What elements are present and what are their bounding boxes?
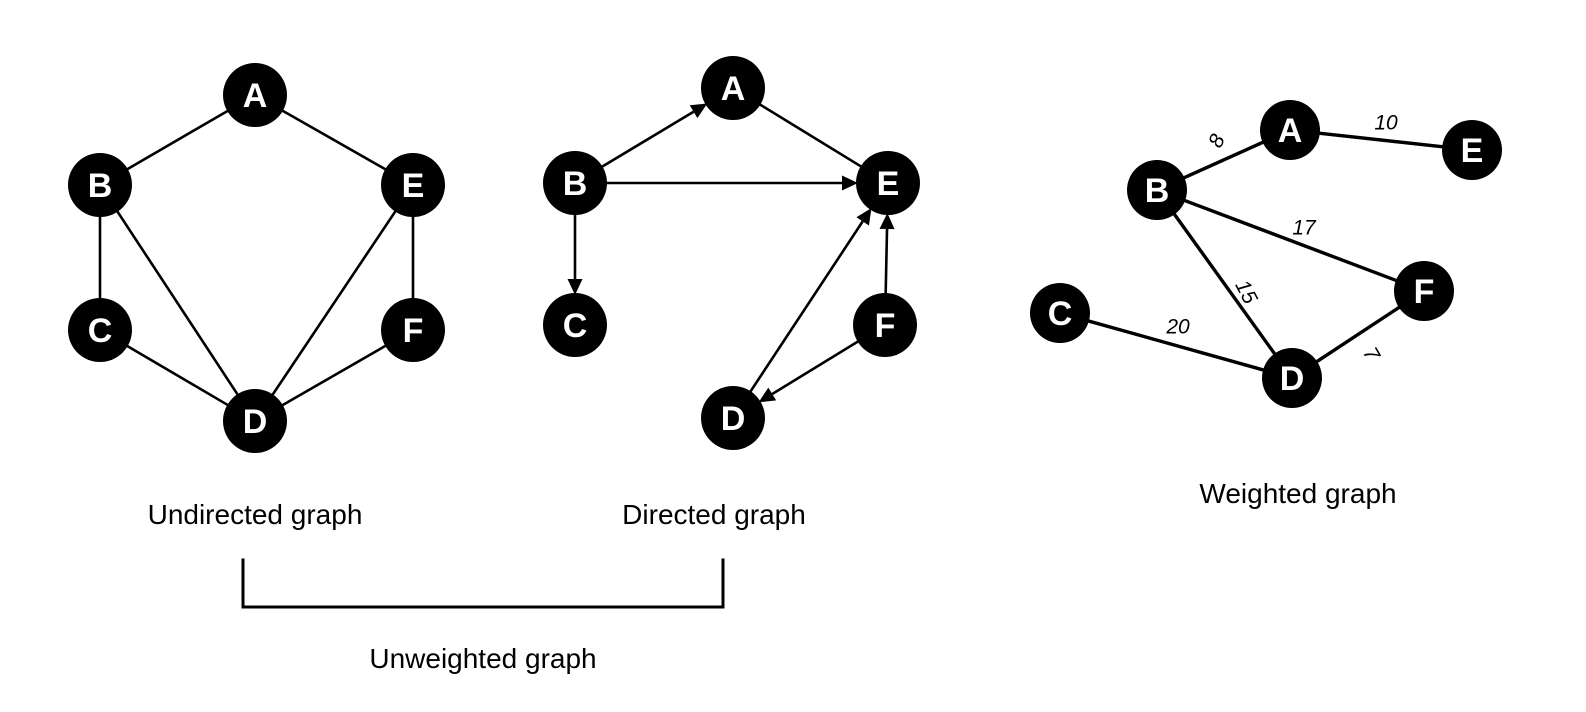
node-label-weighted-B: B bbox=[1145, 172, 1170, 210]
node-label-weighted-C: C bbox=[1048, 295, 1073, 333]
nodes-layer: A B C D E F A B C D E F A B C D E F bbox=[68, 56, 1502, 453]
edge-undirected-B-D bbox=[115, 209, 240, 397]
captions-layer: Undirected graph Directed graph Weighted g… bbox=[148, 478, 1397, 674]
node-circle-weighted-C bbox=[1030, 283, 1090, 343]
arrowhead-directed-F-D bbox=[758, 387, 777, 403]
node-label-directed-A: A bbox=[721, 70, 746, 108]
edge-directed-F-E bbox=[884, 228, 889, 296]
node-label-directed-C: C bbox=[563, 307, 588, 345]
node-circle-weighted-D bbox=[1262, 348, 1322, 408]
node-label-directed-F: F bbox=[875, 307, 896, 345]
edge-undirected-B-A bbox=[125, 108, 230, 172]
edge-undirected-A-E bbox=[280, 108, 388, 172]
arrowhead-directed-F-E bbox=[879, 212, 895, 230]
node-circle-directed-B bbox=[543, 151, 607, 215]
node-circle-undirected-C bbox=[68, 298, 132, 362]
node-label-undirected-A: A bbox=[243, 77, 268, 115]
node-circle-weighted-F bbox=[1394, 261, 1454, 321]
edge-undirected-D-F bbox=[280, 343, 388, 408]
node-label-weighted-F: F bbox=[1414, 273, 1435, 311]
node-label-undirected-C: C bbox=[88, 312, 113, 350]
caption-weighted: Weighted graph bbox=[1199, 478, 1396, 509]
node-undirected-A[interactable]: A bbox=[223, 63, 287, 127]
edge-directed-A-E bbox=[757, 102, 864, 169]
node-circle-undirected-E bbox=[381, 153, 445, 217]
edge-weight-weighted-B-D: 15 bbox=[1230, 276, 1261, 308]
node-directed-B[interactable]: B bbox=[543, 151, 607, 215]
arrowhead-directed-D-E bbox=[856, 208, 872, 226]
edge-weighted-D-F bbox=[1314, 304, 1402, 365]
edge-weighted-B-D bbox=[1171, 211, 1278, 357]
edges-layer bbox=[98, 102, 1445, 408]
node-undirected-B[interactable]: B bbox=[68, 153, 132, 217]
node-directed-F[interactable]: F bbox=[853, 293, 917, 357]
edge-directed-F-D bbox=[771, 339, 861, 396]
node-label-directed-E: E bbox=[877, 165, 900, 203]
node-label-directed-B: B bbox=[563, 165, 588, 203]
edge-weight-weighted-B-F: 17 bbox=[1292, 217, 1317, 240]
edge-weight-weighted-B-A: 8 bbox=[1204, 130, 1230, 151]
node-directed-C[interactable]: C bbox=[543, 293, 607, 357]
node-label-undirected-F: F bbox=[403, 312, 424, 350]
node-circle-undirected-F bbox=[381, 298, 445, 362]
edge-weighted-A-E bbox=[1317, 131, 1445, 149]
node-circle-undirected-D bbox=[223, 389, 287, 453]
edge-weight-weighted-D-F: 7 bbox=[1358, 343, 1384, 366]
node-weighted-E[interactable]: E bbox=[1442, 120, 1502, 180]
node-circle-undirected-B bbox=[68, 153, 132, 217]
node-label-weighted-D: D bbox=[1280, 360, 1305, 398]
node-circle-weighted-A bbox=[1260, 100, 1320, 160]
node-undirected-C[interactable]: C bbox=[68, 298, 132, 362]
node-weighted-B[interactable]: B bbox=[1127, 160, 1187, 220]
bracket-path bbox=[241, 558, 725, 609]
caption-directed: Directed graph bbox=[622, 499, 806, 530]
caption-undirected: Undirected graph bbox=[148, 499, 363, 530]
node-label-undirected-D: D bbox=[243, 403, 268, 441]
arrowhead-directed-B-A bbox=[689, 103, 708, 119]
arrowhead-directed-B-C bbox=[567, 279, 583, 295]
edge-weight-weighted-A-E: 10 bbox=[1374, 112, 1398, 135]
node-circle-directed-A bbox=[701, 56, 765, 120]
caption-unweighted-graph: Unweighted graph bbox=[369, 643, 596, 674]
edge-undirected-D-E bbox=[270, 209, 398, 397]
node-weighted-C[interactable]: C bbox=[1030, 283, 1090, 343]
node-directed-A[interactable]: A bbox=[701, 56, 765, 120]
node-weighted-F[interactable]: F bbox=[1394, 261, 1454, 321]
edge-weighted-C-D bbox=[1086, 318, 1266, 373]
edge-weight-weighted-C-D: 20 bbox=[1165, 316, 1190, 339]
node-directed-E[interactable]: E bbox=[856, 151, 920, 215]
unweighted-bracket bbox=[241, 558, 725, 609]
arrowhead-directed-B-E bbox=[842, 175, 858, 191]
node-label-undirected-E: E bbox=[402, 167, 425, 205]
node-circle-directed-C bbox=[543, 293, 607, 357]
arrowheads-layer bbox=[567, 103, 895, 403]
node-label-weighted-A: A bbox=[1278, 112, 1303, 150]
edge-weighted-B-A bbox=[1181, 139, 1266, 181]
node-undirected-F[interactable]: F bbox=[381, 298, 445, 362]
node-circle-weighted-B bbox=[1127, 160, 1187, 220]
node-undirected-E[interactable]: E bbox=[381, 153, 445, 217]
node-circle-directed-E bbox=[856, 151, 920, 215]
node-circle-directed-F bbox=[853, 293, 917, 357]
node-circle-undirected-A bbox=[223, 63, 287, 127]
node-weighted-D[interactable]: D bbox=[1262, 348, 1322, 408]
node-circle-directed-D bbox=[701, 386, 765, 450]
edge-weighted-B-F bbox=[1182, 198, 1399, 283]
edge-undirected-C-D bbox=[125, 344, 230, 407]
node-label-directed-D: D bbox=[721, 400, 746, 438]
node-undirected-D[interactable]: D bbox=[223, 389, 287, 453]
edge-directed-B-A bbox=[600, 110, 695, 169]
edge-directed-D-E bbox=[748, 220, 864, 394]
node-circle-weighted-E bbox=[1442, 120, 1502, 180]
node-label-weighted-E: E bbox=[1461, 132, 1484, 170]
node-weighted-A[interactable]: A bbox=[1260, 100, 1320, 160]
node-label-undirected-B: B bbox=[88, 167, 113, 205]
node-directed-D[interactable]: D bbox=[701, 386, 765, 450]
